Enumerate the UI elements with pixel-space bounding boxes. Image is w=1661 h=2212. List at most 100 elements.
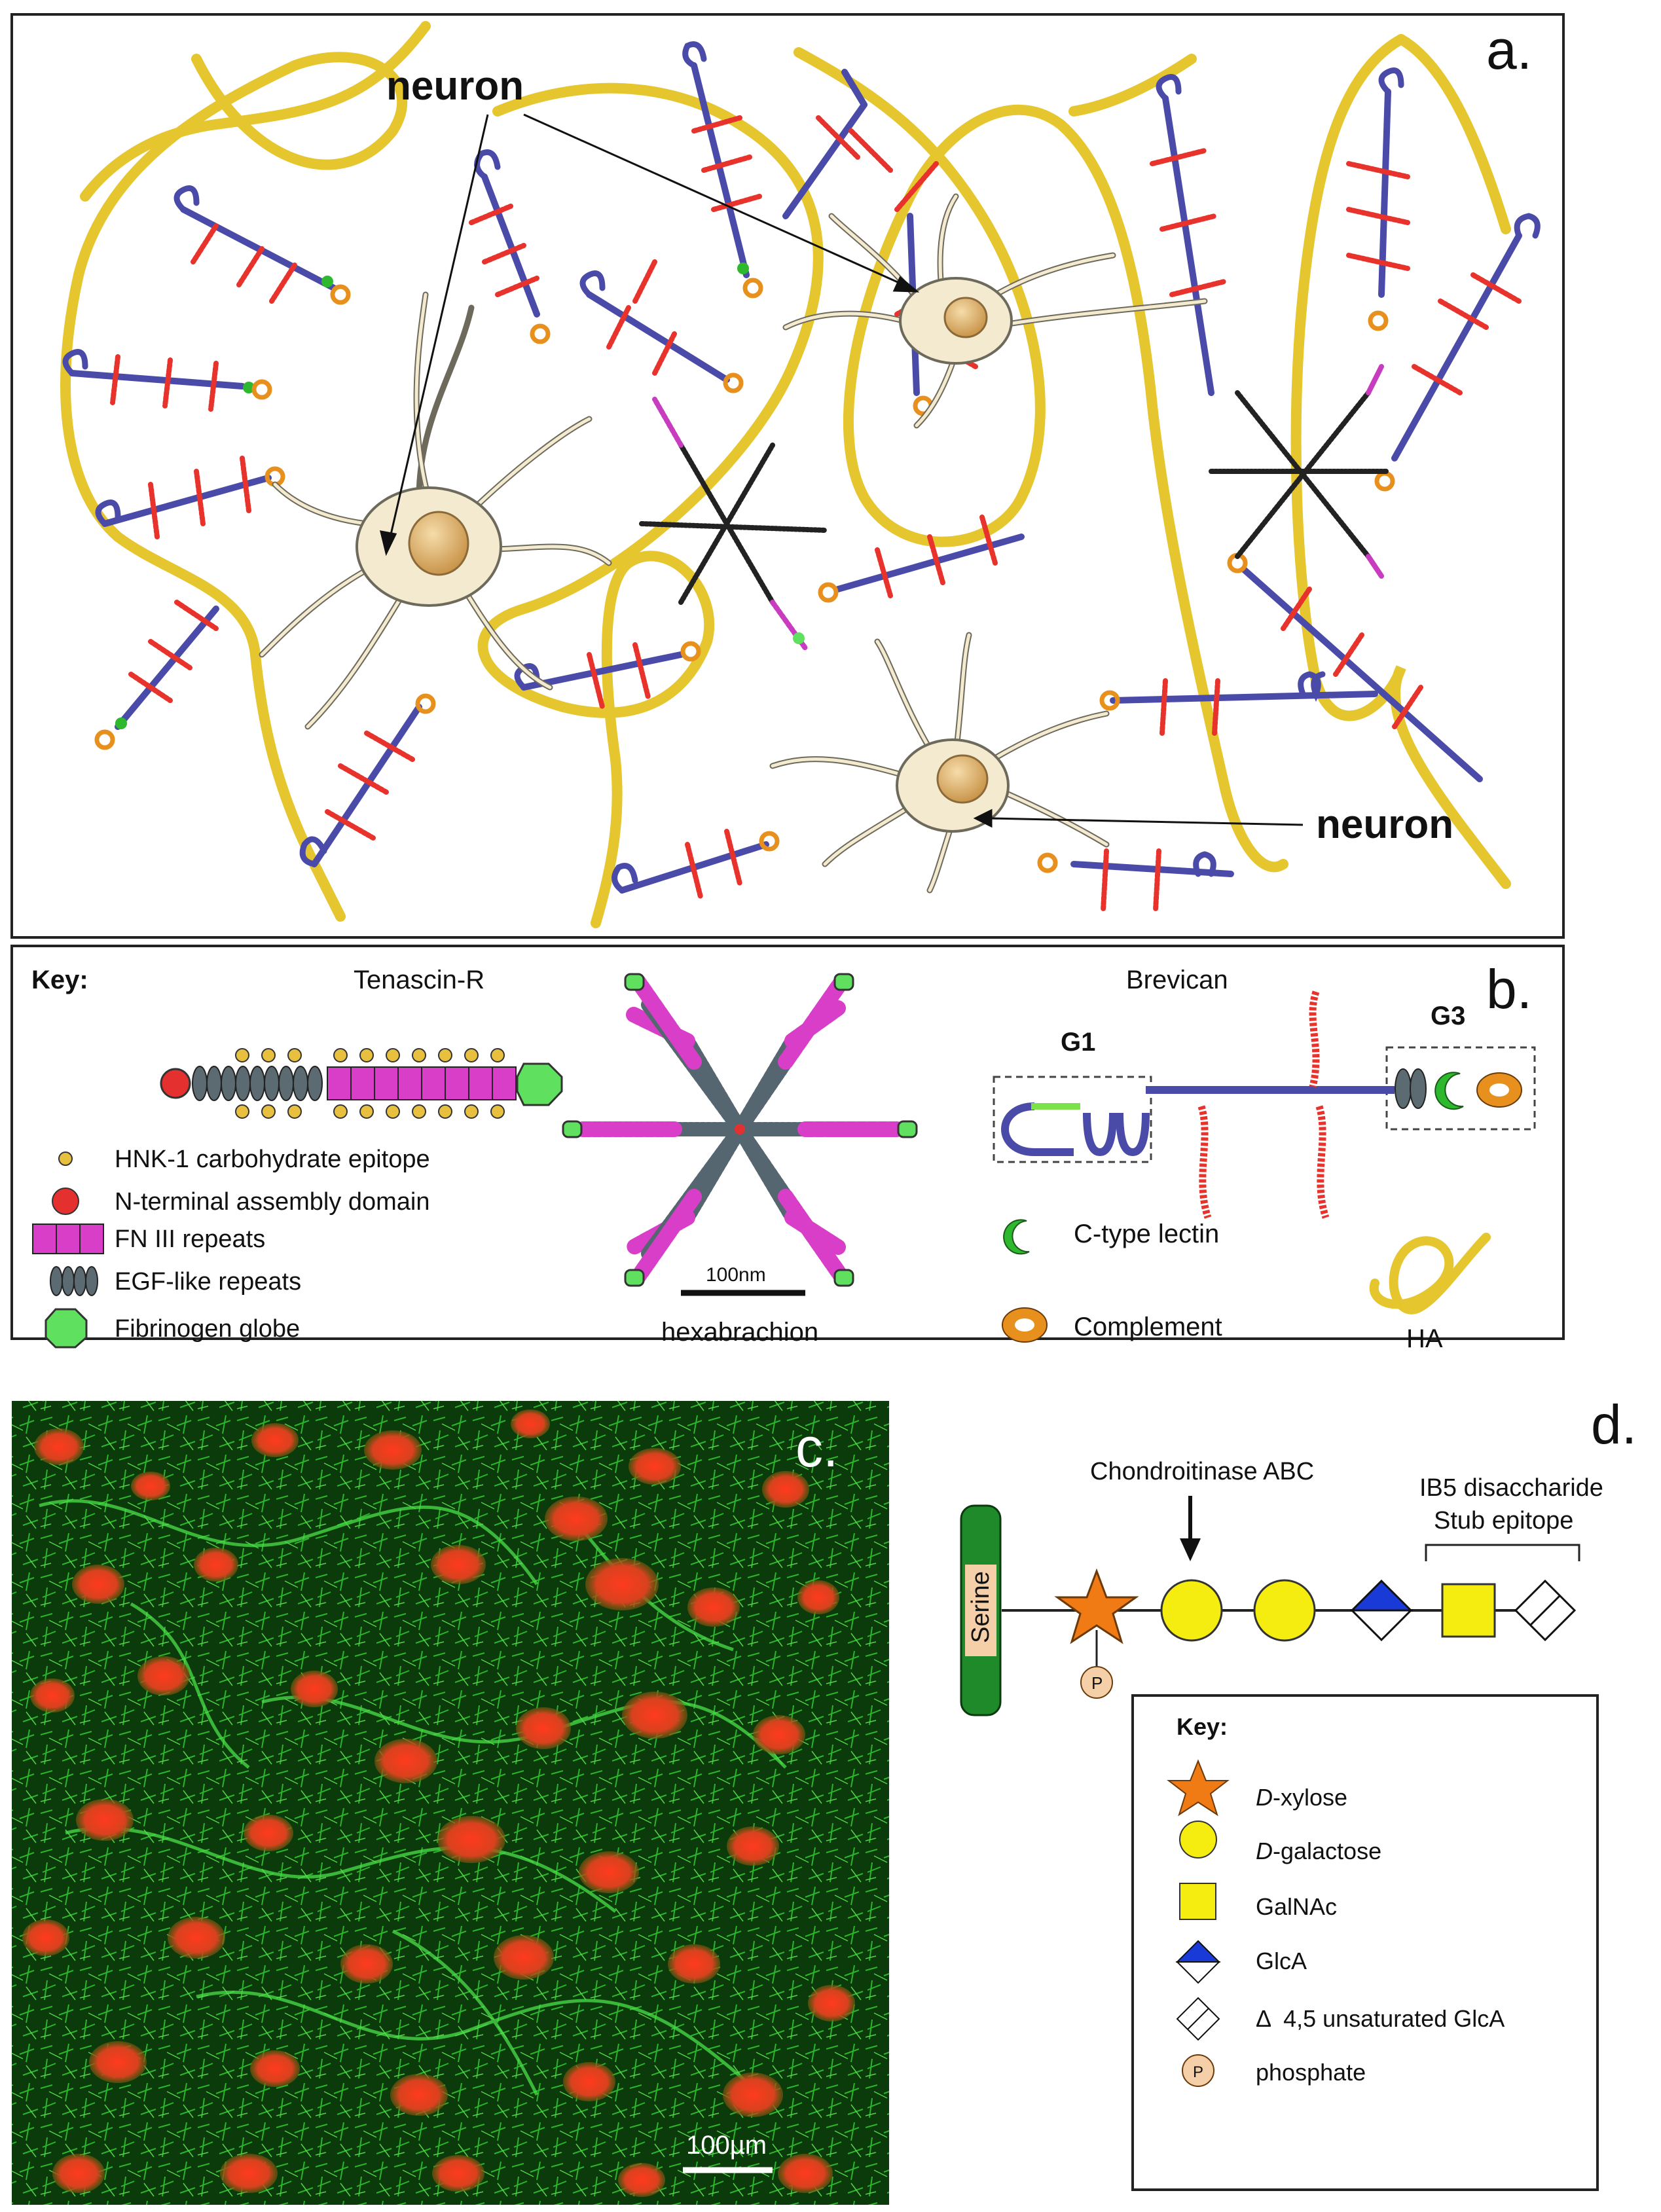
key-galactose-icon — [1179, 1821, 1217, 1858]
g3-label: G3 — [1431, 1002, 1465, 1030]
panel-d-letter: d. — [1591, 1394, 1637, 1455]
panel-b-frame — [10, 945, 1565, 1340]
micrograph-scale-label: 100µm — [686, 2131, 767, 2160]
brevican-unit — [1374, 213, 1541, 492]
key-glca-icon — [1175, 1940, 1221, 1984]
key-galnac-text: GalNAc — [1256, 1893, 1337, 1920]
brevican-key: G1 G3 C-type lectin Complement — [993, 990, 1536, 1353]
hexabrachion-a1 — [639, 397, 828, 651]
key-galactose-text: D-galactose — [1256, 1838, 1381, 1864]
phosphate-icon — [1080, 1666, 1113, 1699]
tenascin-monomer — [160, 1048, 563, 1119]
legend-fibrinogen: Fibrinogen globe — [115, 1315, 300, 1343]
key-xylose-icon — [1167, 1759, 1230, 1817]
key-unsat-glca-text: Δ 4,5 unsaturated GlcA — [1256, 2005, 1505, 2032]
galactose-circle-1 — [1160, 1579, 1223, 1642]
panel-d-key-box — [1131, 1694, 1599, 2191]
fibrinogen-globe-icon — [45, 1308, 88, 1349]
g3-lectin-icon — [1434, 1072, 1464, 1110]
hyaluronan-strands — [60, 21, 1511, 928]
brevican-unit — [1099, 671, 1378, 736]
panel-c-letter: c. — [795, 1417, 838, 1478]
galactose-circle-2 — [1253, 1579, 1316, 1642]
hnk1-epitopes — [235, 1048, 505, 1119]
serine-label-box — [965, 1565, 996, 1656]
egf-repeats-icon — [50, 1266, 98, 1296]
stub-bracket — [1425, 1544, 1580, 1561]
legend-egf: EGF-like repeats — [115, 1268, 301, 1296]
key-unsat-glca-icon — [1176, 1997, 1220, 2041]
neuron-3 — [769, 632, 1110, 894]
hexabrachion-key — [562, 973, 918, 1287]
hnk1-dot-icon — [58, 1151, 73, 1166]
unsat-glca-diamond — [1514, 1579, 1577, 1642]
galnac-square — [1441, 1583, 1496, 1638]
brevican-unit — [1150, 74, 1227, 396]
brevican-unit — [514, 641, 701, 710]
key-glca-text: GlcA — [1256, 1948, 1307, 1974]
fn3-repeats-icon — [32, 1224, 104, 1254]
c-type-lectin-label: C-type lectin — [1074, 1220, 1219, 1248]
panel-a-letter: a. — [1486, 19, 1532, 81]
serine-label: Serine — [967, 1571, 995, 1643]
neuron-arrows — [379, 113, 1304, 828]
neuron-2 — [782, 193, 1208, 429]
brevican-unit — [469, 149, 551, 344]
brevican-unit — [782, 69, 893, 219]
hexabrachion-a2 — [1209, 364, 1391, 579]
panel-c: c. 100µm — [12, 1401, 889, 2205]
chondroitinase-label: Chondroitinase ABC — [1090, 1458, 1314, 1485]
neuron-1 — [259, 291, 612, 730]
panel-d: d. Chondroitinase ABC IB5 disaccharide S… — [960, 1394, 1637, 2191]
neuron-label-bottom: neuron — [1316, 802, 1453, 847]
ha-label: HA — [1406, 1324, 1443, 1353]
c-type-lectin-icon — [1003, 1219, 1030, 1255]
phosphate-glyph: P — [1091, 1673, 1103, 1693]
key-galnac-icon — [1179, 1883, 1216, 1920]
brevican-unit — [682, 41, 763, 299]
hexabrachion-label: hexabrachion — [661, 1318, 818, 1347]
panel-b-key-title: Key: — [31, 966, 88, 994]
egf-repeat-group — [192, 1066, 323, 1101]
brevican-unit — [611, 829, 780, 899]
micrograph — [12, 1401, 889, 2205]
key-xylose-text: D-xylose — [1256, 1784, 1347, 1811]
fn3-repeat-group — [327, 1066, 517, 1100]
stub-label-2: Stub epitope — [1434, 1507, 1573, 1534]
panel-b-letter: b. — [1486, 958, 1532, 1020]
fibrinogen-globe-shape — [516, 1062, 563, 1106]
panel-d-key-title: Key: — [1177, 1713, 1228, 1740]
key-phosphate-text: phosphate — [1256, 2059, 1366, 2086]
glca-diamond — [1349, 1579, 1414, 1642]
neuron-label-top: neuron — [386, 63, 524, 109]
brevican-unit — [299, 693, 436, 867]
n-terminal-domain — [160, 1068, 191, 1099]
tenascin-legend: HNK-1 carbohydrate epitope N-terminal as… — [32, 1146, 430, 1349]
stub-label-1: IB5 disaccharide — [1419, 1474, 1603, 1502]
brevican-unit — [579, 259, 744, 393]
panel-b: Key: Tenascin-R Brevican b. — [10, 945, 1565, 1353]
brevican-title: Brevican — [1126, 966, 1228, 994]
brevican-unit — [1227, 553, 1483, 782]
brevican-unit — [1346, 67, 1410, 331]
g1-box — [993, 1076, 1152, 1163]
complement-label: Complement — [1074, 1313, 1222, 1341]
legend-n-terminal: N-terminal assembly domain — [115, 1188, 430, 1216]
g3-box — [1385, 1046, 1536, 1131]
tenascin-title: Tenascin-R — [354, 966, 484, 994]
key-phosphate-glyph: P — [1193, 2063, 1203, 2081]
g1-label: G1 — [1061, 1028, 1095, 1057]
brevican-unit — [94, 600, 219, 750]
g3-egf-icon — [1395, 1068, 1427, 1109]
panel-a: neuron neuron a. — [10, 13, 1565, 939]
brevican-unit — [1037, 848, 1234, 913]
brevican-unit — [173, 185, 351, 305]
xylose-star-icon — [1054, 1568, 1139, 1644]
brevican-unit — [62, 349, 272, 412]
legend-hnk1: HNK-1 carbohydrate epitope — [115, 1146, 430, 1173]
n-terminal-dot-icon — [52, 1188, 79, 1215]
hexabrachion-scale-label: 100nm — [706, 1264, 766, 1286]
brevican-unit — [818, 515, 1025, 603]
key-phosphate-icon — [1182, 2054, 1214, 2087]
